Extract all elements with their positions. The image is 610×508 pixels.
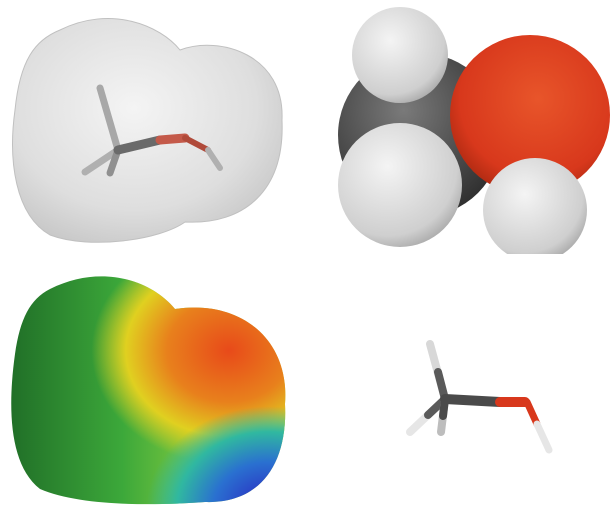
c-o-bond: [440, 394, 505, 407]
stick-model-panel: [305, 254, 610, 508]
potential-surface: [11, 276, 286, 505]
hydrogen-atom-left: [338, 123, 462, 247]
space-filling-panel: [305, 0, 610, 254]
oxygen-atom: [450, 35, 610, 195]
o-h-bond: [523, 398, 541, 428]
potential-map-panel: [0, 254, 305, 508]
hydrogen-atom-right: [483, 158, 587, 254]
space-filling-image: [338, 7, 610, 254]
hydrogen-atom-top: [352, 7, 448, 103]
surface-model-panel: [0, 0, 305, 254]
molecular-surface: [12, 18, 283, 243]
potential-map-image: [11, 276, 286, 505]
surface-model-image: [12, 18, 283, 243]
stick-model-inside: [81, 84, 223, 177]
stick-model-image: [406, 340, 553, 454]
